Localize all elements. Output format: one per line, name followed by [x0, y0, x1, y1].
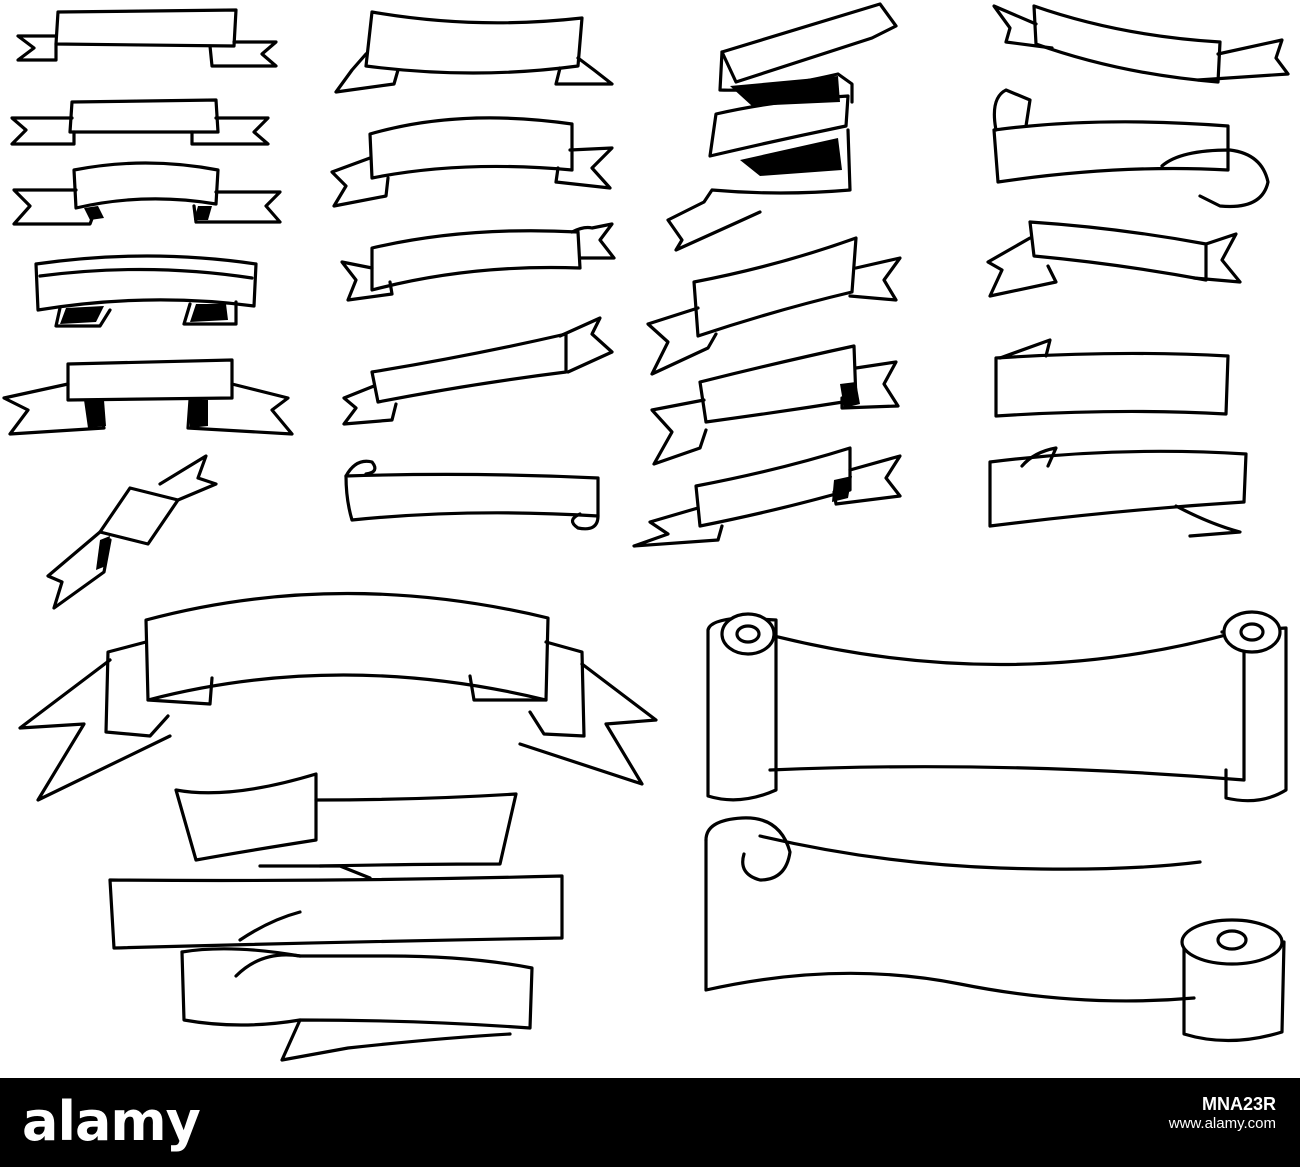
ribbon-c4-5: [988, 446, 1248, 538]
ribbon-c1-3: [12, 161, 282, 226]
ribbon-c3-4: [632, 446, 902, 548]
large-ribbon-curved: [18, 591, 658, 802]
site-url: www.alamy.com: [1168, 1115, 1276, 1132]
ribbon-c2-5: [344, 459, 600, 531]
scroll-banner-bottom: [704, 816, 1286, 1043]
large-ribbon-stacked: [108, 772, 564, 1062]
ribbon-c1-1: [16, 8, 278, 68]
ribbon-c3-3: [650, 344, 900, 466]
ribbon-c1-2: [10, 98, 270, 146]
ribbon-c3-1: [666, 2, 898, 252]
ribbon-c2-2: [330, 116, 614, 208]
ribbon-c2-1: [334, 10, 614, 94]
ribbon-c4-4: [994, 338, 1230, 418]
ribbon-c1-6: [46, 454, 218, 610]
alamy-logo: alamy: [22, 1090, 201, 1153]
ribbon-c2-3: [340, 222, 616, 302]
image-id: MNA23R: [1201, 1094, 1276, 1114]
ribbon-c3-2: [646, 236, 902, 376]
ribbon-c4-1: [992, 4, 1290, 84]
ribbon-c1-5: [2, 358, 294, 436]
ribbon-banner-illustration: [2, 2, 1290, 1062]
ribbon-c2-4: [342, 316, 614, 426]
ribbon-c4-3: [986, 220, 1242, 298]
ribbon-c1-4: [34, 254, 258, 328]
scroll-banner-top: [706, 610, 1288, 803]
image-info: MNA23R www.alamy.com: [1169, 1094, 1276, 1134]
stock-footer-bar: alamy MNA23R www.alamy.com: [0, 1078, 1300, 1167]
ribbon-c4-2: [992, 88, 1270, 209]
alamy-logo-text: alamy: [22, 1090, 201, 1153]
